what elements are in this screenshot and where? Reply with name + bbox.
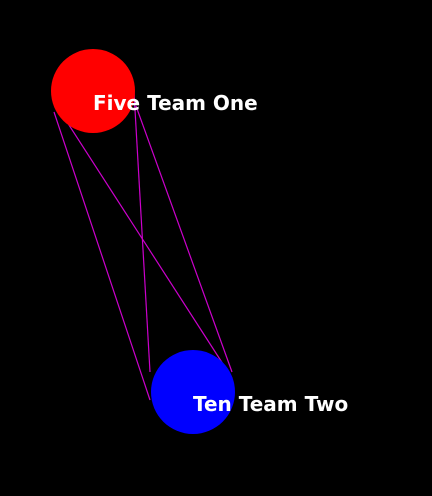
edge-line-4 bbox=[135, 105, 233, 373]
edge-line-1 bbox=[53, 111, 151, 401]
node-team-one bbox=[51, 49, 135, 133]
node-group bbox=[51, 49, 235, 434]
edge-group bbox=[53, 91, 233, 401]
edge-line-3 bbox=[133, 91, 151, 373]
node-team-one-label: Five Team One bbox=[93, 91, 258, 115]
label-group: Five Team One Ten Team Two bbox=[93, 91, 348, 416]
node-team-two-label: Ten Team Two bbox=[193, 392, 348, 416]
node-team-two bbox=[151, 350, 235, 434]
edge-line-2 bbox=[57, 107, 233, 379]
